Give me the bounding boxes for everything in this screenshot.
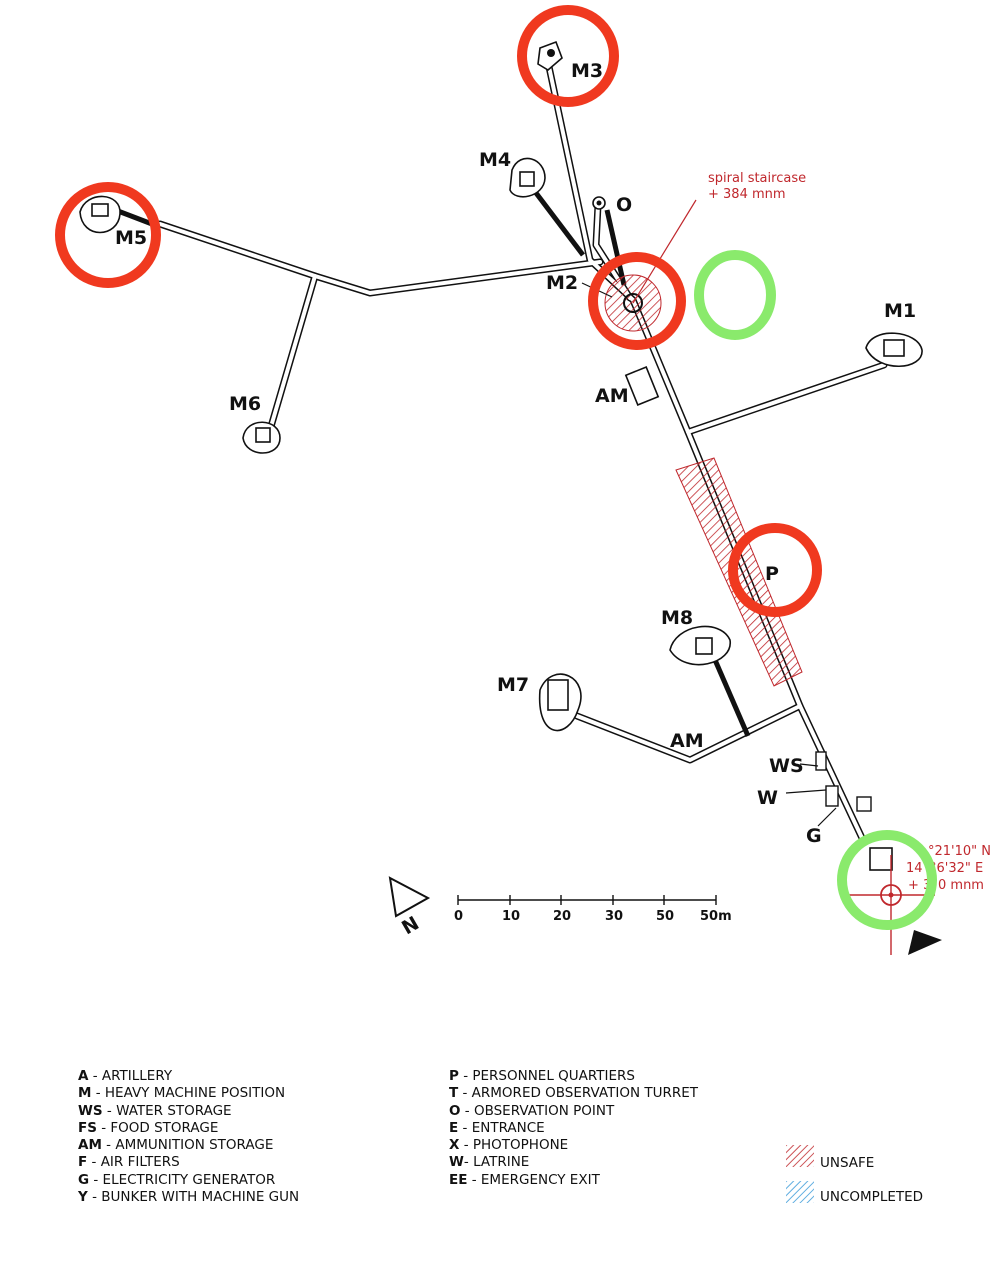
position-m8	[669, 625, 731, 666]
uncompleted-swatch	[786, 1181, 814, 1203]
legend-item: G - ELECTRICITY GENERATOR	[78, 1171, 276, 1188]
legend-item: EE - EMERGENCY EXIT	[449, 1171, 600, 1188]
coord-lon-a: 14	[906, 861, 923, 876]
unsafe-key-label: UNSAFE	[820, 1155, 875, 1171]
legend-item: F - AIR FILTERS	[78, 1154, 180, 1171]
highlight-circle-p	[728, 523, 822, 617]
staircase-leader-line	[632, 199, 697, 304]
scale-tick-5: 50m	[700, 909, 732, 924]
legend-item: O - OBSERVATION POINT	[449, 1102, 615, 1119]
label-m2: M2	[546, 272, 578, 294]
highlight-circle-green-empty	[694, 250, 776, 340]
uncompleted-key-label: UNCOMPLETED	[820, 1189, 924, 1205]
legend-item: X - PHOTOPHONE	[449, 1137, 569, 1154]
coord-alt-b: 0 mnm	[938, 878, 984, 893]
legend-item: A - ARTILLERY	[78, 1068, 173, 1084]
coord-lat: °21'10" N	[928, 844, 991, 859]
coord-alt-a: + 3	[908, 878, 931, 893]
north-arrow-icon: N	[388, 876, 431, 939]
label-m8: M8	[661, 607, 693, 629]
staircase-note-line1: spiral staircase	[708, 171, 806, 186]
label-p: P	[765, 563, 779, 585]
position-m7	[538, 673, 582, 732]
label-m5: M5	[115, 227, 147, 249]
legend-item: AM - AMMUNITION STORAGE	[78, 1137, 274, 1154]
position-m5	[79, 195, 121, 234]
staircase-note-line2: + 384 mnm	[708, 187, 786, 202]
label-m6: M6	[229, 393, 261, 415]
label-o: O	[616, 194, 632, 216]
tunnel-network	[109, 58, 888, 842]
legend-item: W- LATRINE	[449, 1154, 530, 1171]
legend-item: E - ENTRANCE	[449, 1119, 545, 1136]
position-m3	[537, 40, 563, 71]
coord-lon-b: °6'32" E	[930, 861, 983, 876]
legend-item: Y - BUNKER WITH MACHINE GUN	[78, 1189, 300, 1206]
g-leader-line	[817, 807, 837, 827]
legend-item: WS - WATER STORAGE	[78, 1102, 232, 1119]
label-m1: M1	[884, 300, 916, 322]
legend-left: A - ARTILLERY M - HEAVY MACHINE POSITION…	[78, 1068, 299, 1206]
label-m3: M3	[571, 60, 603, 82]
personnel-quarters-unsafe-area	[675, 457, 803, 687]
legend-item: FS - FOOD STORAGE	[78, 1119, 219, 1136]
legend-item: T - ARMORED OBSERVATION TURRET	[449, 1085, 699, 1102]
label-ws: WS	[769, 755, 804, 777]
label-m4: M4	[479, 149, 511, 171]
label-m7: M7	[497, 674, 529, 696]
position-m1	[865, 332, 923, 368]
unsafe-swatch	[786, 1145, 814, 1167]
label-w: W	[757, 787, 778, 809]
scale-tick-3: 30	[605, 909, 623, 924]
legend-item: M - HEAVY MACHINE POSITION	[78, 1085, 286, 1102]
position-m6	[242, 421, 281, 454]
label-am-bottom: AM	[670, 730, 704, 752]
label-g: G	[806, 825, 822, 847]
highlight-circle-m3	[517, 5, 619, 107]
highlight-circle-m2	[588, 252, 686, 350]
scale-tick-2: 20	[553, 909, 571, 924]
scale-tick-0: 0	[454, 909, 463, 924]
highlight-circle-m5	[55, 182, 161, 288]
w-leader-line	[785, 789, 827, 794]
legend-item: P - PERSONNEL QUARTIERS	[449, 1068, 635, 1084]
highlight-circle-entrance	[837, 830, 937, 930]
scale-tick-1: 10	[502, 909, 520, 924]
scale-bar: 0 10 20 30 50 50m	[454, 895, 732, 924]
entrance-target	[848, 847, 935, 955]
position-o	[592, 196, 606, 210]
position-m4	[509, 157, 546, 198]
legend-right: P - PERSONNEL QUARTIERS T - ARMORED OBSE…	[449, 1068, 698, 1189]
ws-leader-line	[799, 763, 819, 767]
label-am-top: AM	[595, 385, 629, 407]
entrance-arrow-icon	[908, 930, 942, 955]
compass-n-label: N	[398, 912, 423, 939]
scale-tick-4: 50	[656, 909, 674, 924]
